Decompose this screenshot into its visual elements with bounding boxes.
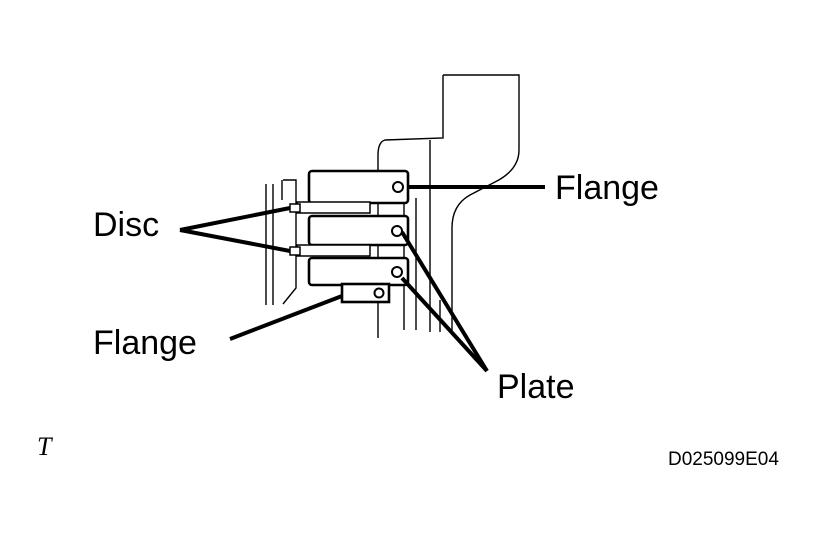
housing-outline (377, 74, 520, 338)
plate-middle-hole (391, 225, 403, 237)
leader-lines (179, 185, 545, 373)
plate-middle (307, 214, 410, 247)
label-plate: Plate (497, 368, 575, 406)
corner-mark: T (37, 432, 52, 461)
flange-top (307, 169, 410, 205)
plate-lower-hole (391, 266, 403, 278)
figure-code: D025099E04 (668, 449, 779, 470)
shaft-left (265, 179, 297, 305)
flange-bottom (340, 282, 391, 304)
flange-bottom-hole (373, 287, 385, 299)
label-flange-top: Flange (555, 169, 659, 207)
plate-lower (307, 256, 410, 287)
leader-disc-lower (179, 228, 291, 253)
label-disc: Disc (93, 206, 160, 244)
leader-plate-lower (400, 276, 489, 373)
disc-upper (289, 201, 371, 214)
leader-plate-middle (400, 230, 489, 373)
label-flange-bottom: Flange (93, 324, 197, 362)
flange-top-hole (392, 181, 404, 193)
leader-disc-upper (179, 206, 291, 232)
leader-flange-bottom (229, 294, 343, 341)
disc-lower (289, 244, 371, 257)
